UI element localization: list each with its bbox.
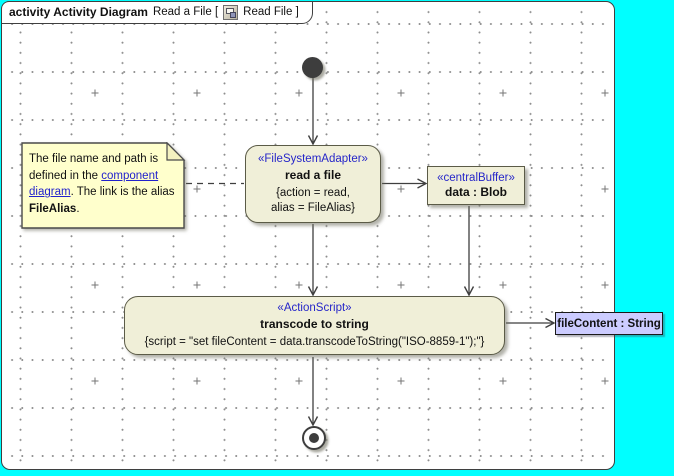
grid-cross <box>295 281 303 289</box>
note-text-mid: . The link is the alias <box>70 186 175 199</box>
action-name: read a file <box>284 168 342 183</box>
diagram-frame <box>1 1 615 470</box>
activity-final-node[interactable] <box>302 426 326 450</box>
activity-diagram-icon <box>223 4 239 20</box>
grid-cross <box>397 281 405 289</box>
grid-cross <box>193 281 201 289</box>
component-diagram-link[interactable]: component diagram <box>29 169 159 199</box>
grid-cross <box>193 89 201 97</box>
edge-transcode-to-pin[interactable] <box>506 317 556 329</box>
frame-title-name: Read a File [ <box>152 6 219 18</box>
edge-read-to-transcode[interactable] <box>307 224 319 297</box>
grid-cross <box>499 377 507 385</box>
central-buffer-node[interactable]: «centralBuffer» data : Blob <box>427 166 525 205</box>
grid-cross <box>601 89 609 97</box>
buffer-name: data : Blob <box>445 185 507 200</box>
grid-cross <box>601 377 609 385</box>
grid-cross <box>499 281 507 289</box>
grid-cross <box>499 89 507 97</box>
grid-cross <box>601 185 609 193</box>
grid-cross <box>295 89 303 97</box>
initial-node[interactable] <box>302 57 323 78</box>
note-text-end: . <box>76 203 80 216</box>
edge-read-to-buffer[interactable] <box>382 178 428 189</box>
grid-cross <box>601 281 609 289</box>
edge-buffer-to-transcode[interactable] <box>463 206 475 297</box>
grid-cross <box>193 185 201 193</box>
grid-cross <box>397 377 405 385</box>
grid-cross <box>91 281 99 289</box>
action-transcode-to-string[interactable]: «ActionScript» transcode to string {scri… <box>124 296 505 355</box>
grid-cross <box>91 377 99 385</box>
grid-cross <box>193 377 201 385</box>
grid-dots <box>4 4 612 467</box>
stereotype-label: «centralBuffer» <box>437 171 515 184</box>
action-name: transcode to string <box>260 317 369 332</box>
edge-initial-to-read[interactable] <box>307 77 319 146</box>
comment-note[interactable]: The file name and path is defined in the… <box>21 142 187 230</box>
action-constraint-line1: {action = read, <box>276 186 350 199</box>
note-shape <box>21 142 186 229</box>
note-fold-corner <box>166 142 186 161</box>
frame-title-keyword: activity Activity Diagram <box>9 5 148 19</box>
pin-label: fileContent : String <box>557 317 661 330</box>
note-text: The file name and path is defined in the… <box>29 151 179 218</box>
action-constraint-line2: alias = FileAlias} <box>270 201 356 214</box>
action-read-a-file[interactable]: «FileSystemAdapter» read a file {action … <box>245 145 381 223</box>
diagram-frame-header[interactable]: activity Activity Diagram Read a File [ … <box>1 1 313 24</box>
note-text-bold: FileAlias <box>29 203 77 216</box>
grid-cross <box>91 89 99 97</box>
final-node-dot <box>309 433 319 443</box>
grid-cross <box>397 89 405 97</box>
stereotype-label: «FileSystemAdapter» <box>258 153 368 166</box>
stereotype-label: «ActionScript» <box>277 302 352 315</box>
edge-transcode-to-final[interactable] <box>307 357 319 427</box>
output-pin-filecontent[interactable]: fileContent : String <box>555 312 663 335</box>
action-constraint: {script = "set fileContent = data.transc… <box>144 335 485 348</box>
grid-cross <box>397 185 405 193</box>
note-text-start: The file name and path is defined in the <box>29 153 159 182</box>
grid-cross <box>295 377 303 385</box>
frame-title-content: Read File ] <box>243 6 299 18</box>
